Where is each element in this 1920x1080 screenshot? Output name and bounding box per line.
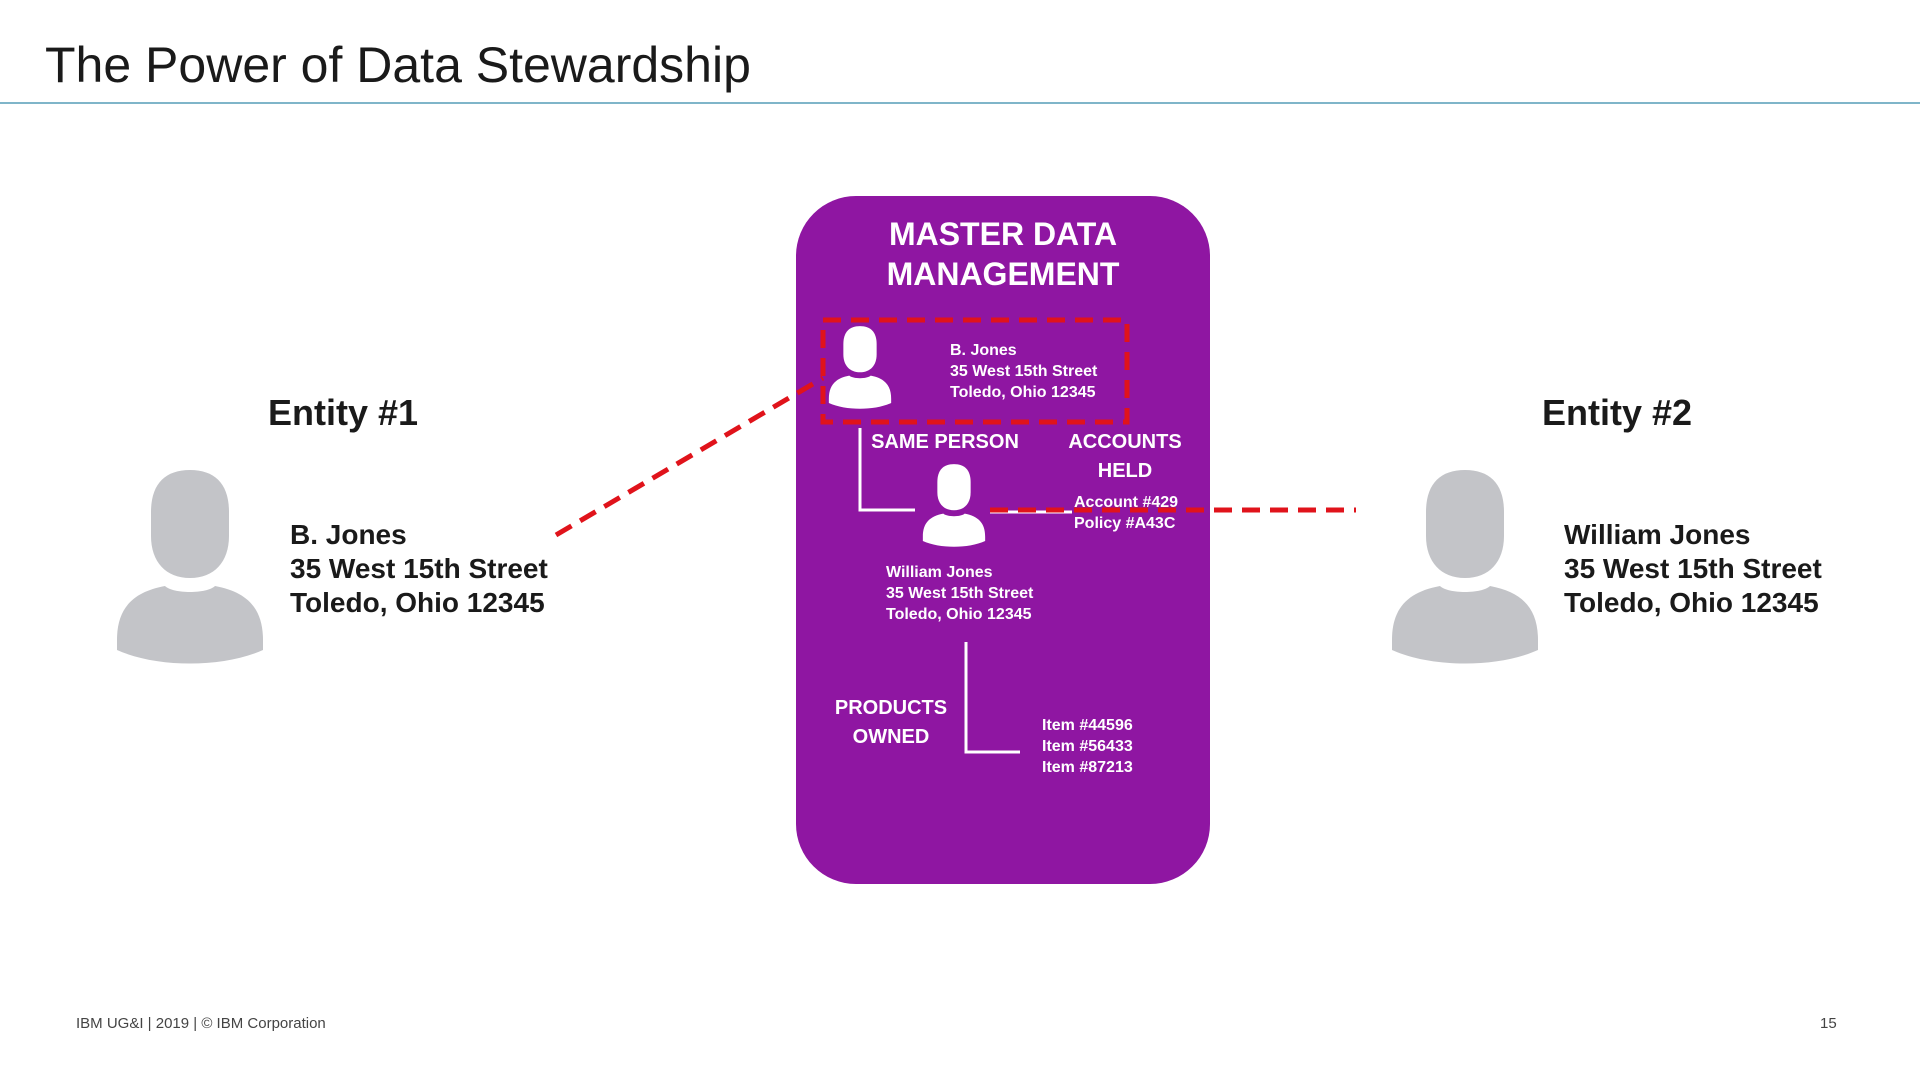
mdm-title: MASTER DATA MANAGEMENT [796,214,1210,294]
mdm-record-1-person-icon [828,326,892,409]
account-item: Account #429 [1074,494,1179,511]
mdm-record-2-person-icon [922,464,986,547]
entity-1-link-line [554,375,825,538]
entity-1-name: B. Jones [290,519,407,550]
entity-1-person-icon [117,470,263,664]
match-highlight-box [820,317,1130,425]
accounts-list: Account #429 Policy #A43C [1074,492,1178,534]
entity-1-address: B. Jones 35 West 15th Street Toledo, Ohi… [290,518,548,620]
products-owned-line-2: OWNED [852,726,930,748]
entity-2-person-icon [1392,470,1538,664]
account-item: Policy #A43C [1074,515,1176,532]
accounts-held-line-1: ACCOUNTS [1068,431,1182,453]
entity-2-label: Entity #2 [1542,392,1693,433]
mdm-record-1-street: 35 West 15th Street [950,363,1098,380]
same-person-text: SAME PERSON [871,431,1019,453]
mdm-record-2-city: Toledo, Ohio 12345 [886,606,1032,623]
mdm-record-1-name: B. Jones [950,342,1017,359]
page-number: 15 [1820,1015,1837,1032]
slide-title: The Power of Data Stewardship [45,37,751,93]
mdm-record-2: William Jones 35 West 15th Street Toledo… [886,562,1033,625]
product-item: Item #87213 [1042,759,1133,776]
entity-2-name: William Jones [1564,519,1751,550]
mdm-title-line-2: MANAGEMENT [886,256,1120,292]
entity-2-city: Toledo, Ohio 12345 [1564,587,1819,618]
mdm-record-1-city: Toledo, Ohio 12345 [950,384,1096,401]
product-item: Item #44596 [1042,717,1133,734]
products-owned-line-1: PRODUCTS [834,697,948,719]
mdm-record-2-street: 35 West 15th Street [886,585,1034,602]
products-owned-label: PRODUCTS OWNED [816,694,966,752]
entity-2-street: 35 West 15th Street [1564,553,1822,584]
slide-footer: IBM UG&I | 2019 | © IBM Corporation [76,1015,326,1032]
accounts-held-label: ACCOUNTS HELD [1050,428,1200,486]
entity-2-address: William Jones 35 West 15th Street Toledo… [1564,518,1822,620]
entity-1-city: Toledo, Ohio 12345 [290,587,545,618]
mdm-record-1: B. Jones 35 West 15th Street Toledo, Ohi… [950,340,1097,403]
same-person-connector [858,428,915,512]
mdm-panel [796,196,1210,884]
title-divider [0,102,1920,104]
products-list: Item #44596 Item #56433 Item #87213 [1042,715,1133,778]
product-item: Item #56433 [1042,738,1133,755]
products-connector [964,642,1020,754]
accounts-held-line-2: HELD [1097,460,1153,482]
mdm-record-2-name: William Jones [886,564,993,581]
same-person-label: SAME PERSON [870,428,1020,457]
entity-1-street: 35 West 15th Street [290,553,548,584]
entity-1-label: Entity #1 [268,392,419,433]
mdm-title-line-1: MASTER DATA [888,216,1118,252]
